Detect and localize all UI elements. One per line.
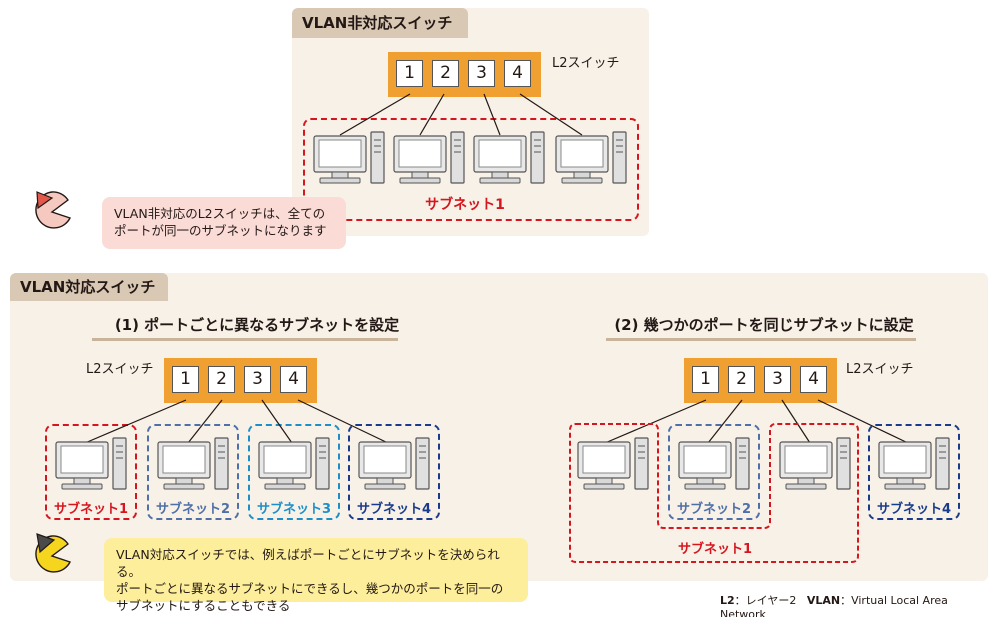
computer-icon [473,131,545,184]
left-subnet-4-label: サブネット4 [356,502,432,517]
computer-icon [878,437,950,490]
left-cable-4 [297,399,389,444]
top-cable-3 [483,93,501,136]
non-vlan-title: VLAN非対応スイッチ [292,8,468,38]
left-subnet-2 [147,424,239,520]
right-port-4: 4 [800,366,827,393]
right-heading-underline [606,338,916,341]
non-vlan-panel [292,8,649,236]
left-port-4: 4 [280,366,307,393]
top-cable-4 [519,93,583,136]
right-cable-1 [604,399,707,444]
right-heading: (2) 幾つかのポートを同じサブネットに設定 [614,316,914,334]
right-subnet-2-label: サブネット2 [676,502,752,517]
computer-icon [55,437,127,490]
top-subnet-label: サブネット1 [425,197,505,213]
top-subnet-1 [303,118,639,221]
left-subnet-1 [45,424,137,520]
top-switch-label: L2スイッチ [552,56,620,71]
computer-icon [258,437,330,490]
right-cable-3 [781,399,811,444]
non-vlan-note-line-1: VLAN非対応のL2スイッチは、全ての [114,206,326,221]
computer-icon [157,437,229,490]
right-subnet-4-label: サブネット4 [876,502,952,517]
computer-icon [678,437,750,490]
left-subnet-2-label: サブネット2 [155,502,231,517]
left-subnet-3-label: サブネット3 [256,502,332,517]
left-heading: (1) ポートごとに異なるサブネットを設定 [114,316,400,334]
top-cable-1 [339,93,411,136]
right-cable-4 [817,399,909,444]
top-port-2: 2 [432,60,459,87]
legend-vlan-value: ：Virtual Local Area Network [720,594,948,617]
computer-icon [577,437,649,490]
left-port-2: 2 [208,366,235,393]
computer-icon [555,131,627,184]
vlan-panel [10,273,988,581]
right-subnet-2 [668,424,760,520]
computer-icon [358,437,430,490]
top-port-3: 3 [468,60,495,87]
right-switch: 1 2 3 4 [684,358,837,403]
right-port-2: 2 [728,366,755,393]
pacman-red-icon [30,188,75,237]
vlan-note: VLAN対応スイッチでは、例えばポートごとにサブネットを決められる。 ポートごと… [104,538,528,613]
left-port-3: 3 [244,366,271,393]
computer-icon [393,131,465,184]
vlan-note-line-1: VLAN対応スイッチでは、例えばポートごとにサブネットを決められる。 [116,547,500,579]
pacman-yellow-icon [30,530,75,579]
right-subnet-1 [569,423,859,563]
left-cable-3 [261,399,293,444]
top-port-1: 1 [396,60,423,87]
right-cable-2 [707,399,743,444]
legend-vlan-key: VLAN [806,594,841,607]
vlan-note-line-3: サブネットにすることもできる [116,598,291,613]
left-cable-1 [84,399,187,444]
right-port-1: 1 [692,366,719,393]
right-switch-label: L2スイッチ [846,362,914,377]
vlan-note-line-2: ポートごとに異なるサブネットにできるし、幾つかのポートを同一の [116,581,504,596]
computer-icon [313,131,385,184]
non-vlan-note: VLAN非対応のL2スイッチは、全ての ポートが同一のサブネットになります [102,197,346,249]
legend: L2：レイヤー2 VLAN：Virtual Local Area Network [720,592,992,617]
right-port-3: 3 [764,366,791,393]
left-cable-2 [187,399,223,444]
non-vlan-note-line-2: ポートが同一のサブネットになります [114,223,327,238]
left-heading-underline [92,338,398,341]
left-subnet-3 [248,424,340,520]
top-cable-2 [419,93,445,136]
legend-l2-key: L2 [720,594,735,607]
left-switch-label: L2スイッチ [86,362,154,377]
vlan-title: VLAN対応スイッチ [10,273,168,301]
left-port-1: 1 [172,366,199,393]
left-subnet-4 [348,424,440,520]
right-subnet-1-label: サブネット1 [677,542,753,557]
right-subnet-4 [868,424,960,520]
top-switch: 1 2 3 4 [388,52,541,97]
left-switch: 1 2 3 4 [164,358,317,403]
legend-l2-value: ：レイヤー2 [734,594,797,607]
top-port-4: 4 [504,60,531,87]
computer-icon [779,437,851,490]
left-subnet-1-label: サブネット1 [53,502,129,517]
